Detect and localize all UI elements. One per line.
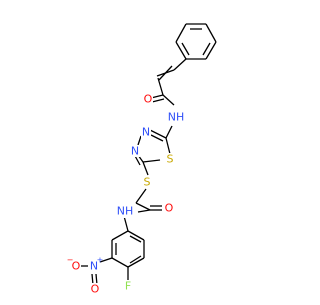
bond-ch2-co [135, 202, 151, 211]
bond-ph-inner-2 [202, 42, 211, 56]
atom-O3: O [72, 260, 81, 273]
bond-ar-1 [111, 230, 129, 241]
atom-N5: N [90, 260, 98, 273]
bond-ar-6 [127, 230, 145, 241]
bond-ar-inner-2 [129, 255, 142, 264]
bond-ph-4 [205, 41, 217, 60]
atom-O1: O [144, 93, 153, 106]
bond-c-nh-1 [162, 94, 175, 106]
atom-F1: F [125, 280, 131, 293]
bond-ar-inner-3 [129, 235, 142, 243]
bond-co-b [151, 98, 165, 103]
bond-ph-vinyl [173, 58, 187, 71]
atom-S2: S [144, 176, 151, 189]
atom-O4: O [91, 283, 100, 296]
bonds [81, 23, 217, 286]
bond-vinyl-b [158, 65, 173, 81]
atom-S1: S [167, 153, 174, 166]
atom-N2: N [142, 126, 150, 139]
bond-s-ch2 [135, 188, 147, 204]
bond-ar-3 [111, 257, 129, 268]
bond-td-2 [137, 135, 142, 146]
atom-O3-charge: − [67, 256, 74, 265]
bond-ph-3 [205, 23, 217, 43]
bond-td-1b [150, 134, 164, 142]
bond-c-nh-2 [137, 209, 151, 213]
bond-ph-6 [175, 41, 187, 60]
bond-ar-4 [127, 257, 145, 268]
bond-nh-ring [165, 125, 173, 139]
atom-labels: O NH N N S S O NH N + O − O F [67, 93, 185, 296]
bond-ring-s [142, 161, 149, 176]
bond-td-5 [165, 137, 171, 155]
atom-O2: O [165, 202, 174, 215]
atom-N3: N [131, 145, 139, 158]
atom-N5-charge: + [97, 256, 104, 265]
structure-svg: O NH N N S S O NH N + O − O F [67, 23, 217, 296]
bond-ar-no2 [99, 257, 113, 263]
bond-td-4 [142, 159, 161, 163]
atom-N1: NH [168, 111, 185, 124]
bond-nh-ar [123, 215, 129, 232]
molecule-diagram: O NH N N S S O NH N + O − O F [67, 23, 217, 296]
bond-ph-1 [175, 23, 187, 43]
bond-ph-inner-3 [181, 42, 190, 56]
atom-N4: NH [117, 205, 134, 218]
bond-td-1 [149, 129, 167, 139]
bond-vinyl-co [157, 77, 164, 96]
